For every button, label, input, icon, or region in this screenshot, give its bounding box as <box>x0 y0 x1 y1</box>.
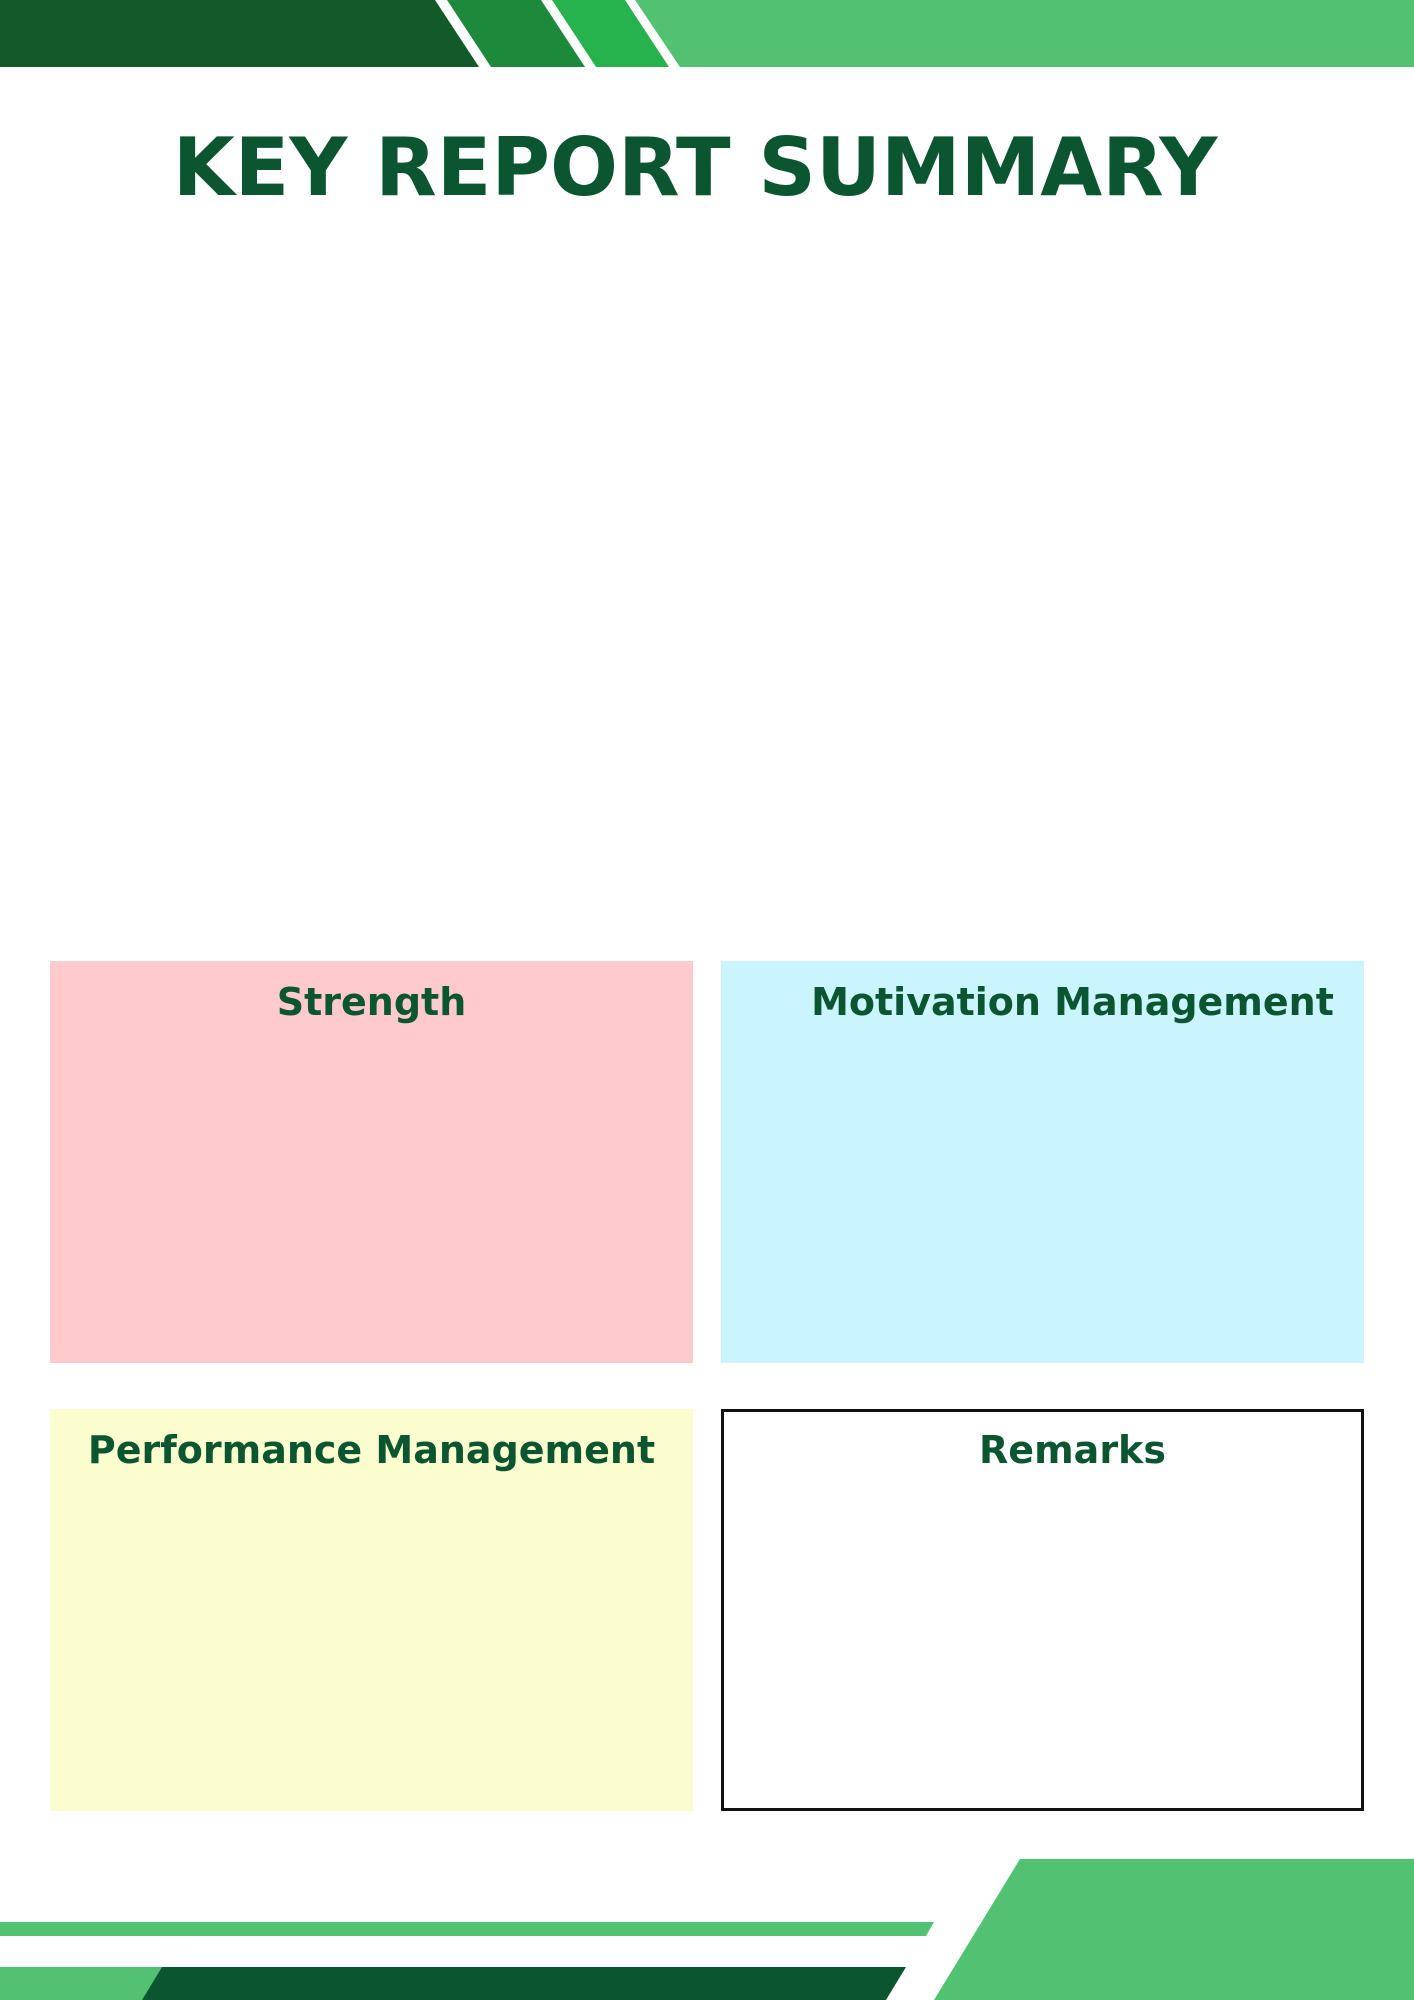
remarks-content-area[interactable] <box>744 1492 1341 1788</box>
remarks-heading: Remarks <box>979 1428 1166 1472</box>
strength-panel: Strength <box>50 961 693 1363</box>
motivation-management-content-area[interactable] <box>741 1041 1344 1343</box>
footer-stripe-dark <box>142 1967 906 2000</box>
performance-management-panel: Performance Management <box>50 1409 693 1811</box>
performance-management-content-area[interactable] <box>70 1489 673 1791</box>
footer-block-light <box>934 1859 1414 2000</box>
strength-content-area[interactable] <box>70 1041 673 1343</box>
performance-management-heading: Performance Management <box>87 1428 656 1472</box>
remarks-panel: Remarks <box>721 1409 1364 1811</box>
strength-heading: Strength <box>276 980 467 1024</box>
footer-corner-light <box>0 1967 162 2000</box>
footer-thin-stripe <box>0 1922 934 1936</box>
header-stripe-light <box>635 0 1414 67</box>
motivation-management-panel: Motivation Management <box>721 961 1364 1363</box>
motivation-management-heading: Motivation Management <box>811 980 1334 1024</box>
page-title: KEY REPORT SUMMARY <box>172 121 1218 214</box>
header-stripe-dark <box>0 0 479 67</box>
header-stripe-bright <box>552 0 669 67</box>
header-stripe-mid <box>447 0 585 67</box>
